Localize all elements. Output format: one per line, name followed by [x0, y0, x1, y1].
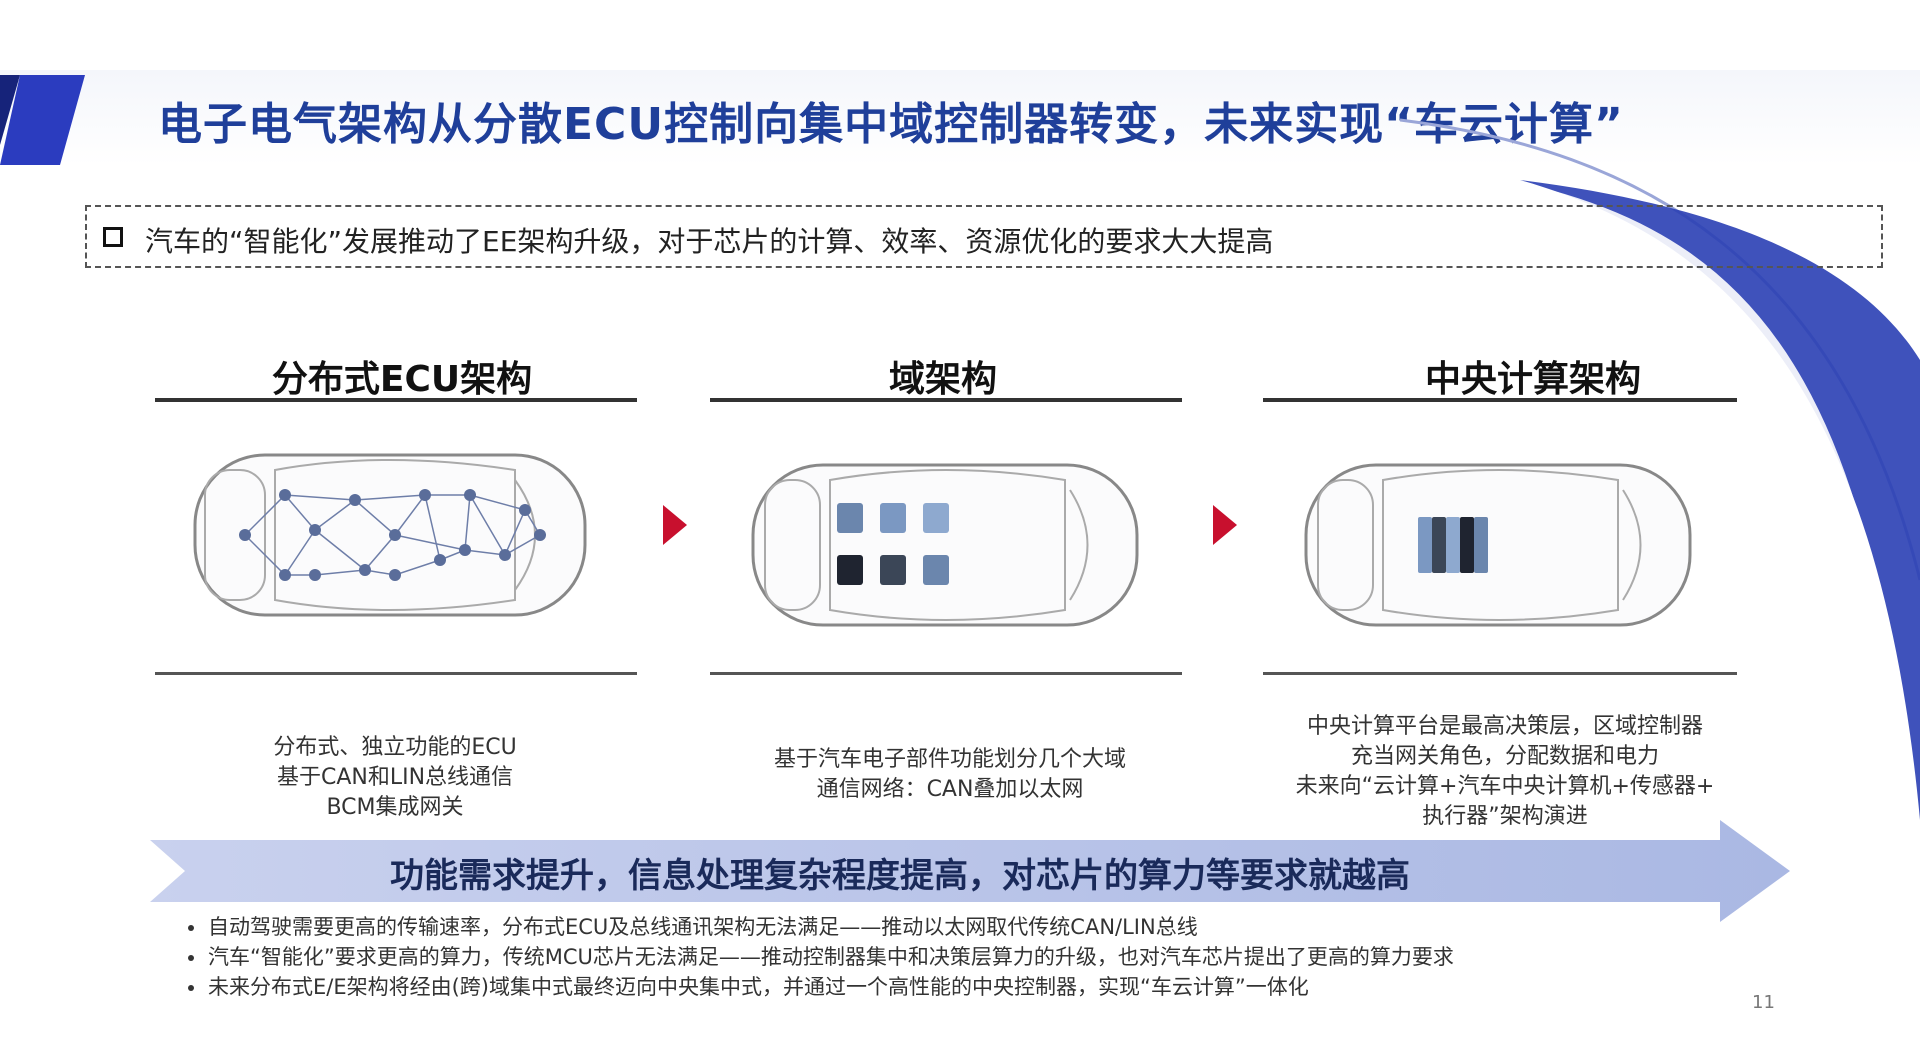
column-desc-central: 中央计算平台是最高决策层，区域控制器 充当网关角色，分配数据和电力 未来向“云计…: [1263, 712, 1747, 832]
notes-list: 自动驾驶需要更高的传输速率，分布式ECU及总线通讯架构无法满足——推动以太网取代…: [188, 912, 1454, 1002]
title-band: [0, 70, 1920, 165]
bullet-dot-icon: [188, 955, 194, 961]
note-item: 自动驾驶需要更高的传输速率，分布式ECU及总线通讯架构无法满足——推动以太网取代…: [188, 912, 1454, 942]
title-flag-icon: [0, 75, 85, 165]
column-title-distributed: 分布式ECU架构: [271, 359, 533, 400]
desc-line: 中央计算平台是最高决策层，区域控制器: [1306, 714, 1703, 739]
desc-line: 未来向“云计算+汽车中央计算机+传感器+: [1295, 774, 1715, 799]
desc-line: 通信网络：CAN叠加以太网: [816, 777, 1084, 802]
column-bottom-rule: [710, 672, 1182, 675]
desc-line: 执行器”架构演进: [1422, 804, 1588, 829]
column-title-domain: 域架构: [888, 359, 997, 400]
car-distributed-ecu-icon: [193, 453, 587, 617]
column-bottom-rule: [155, 672, 637, 675]
column-desc-distributed: 分布式、独立功能的ECU 基于CAN和LIN总线通信 BCM集成网关: [155, 733, 635, 823]
column-top-rule: [710, 398, 1182, 402]
desc-line: 基于CAN和LIN总线通信: [276, 765, 514, 790]
red-arrow-icon: [1213, 505, 1237, 545]
intro-box: 汽车的“智能化”发展推动了EE架构升级，对于芯片的计算、效率、资源优化的要求大大…: [85, 205, 1883, 268]
page-title: 电子电气架构从分散ECU控制向集中域控制器转变，未来实现“车云计算”: [158, 99, 1624, 150]
page-number: 11: [1752, 992, 1775, 1013]
note-item: 未来分布式E/E架构将经由(跨)域集中式最终迈向中央集中式，并通过一个高性能的中…: [188, 972, 1454, 1002]
red-arrow-icon: [663, 505, 687, 545]
column-desc-domain: 基于汽车电子部件功能划分几个大域 通信网络：CAN叠加以太网: [710, 745, 1190, 805]
banner-text: 功能需求提升，信息处理复杂程度提高，对芯片的算力等要求就越高: [390, 856, 1410, 896]
note-item: 汽车“智能化”要求更高的算力，传统MCU芯片无法满足——推动控制器集中和决策层算…: [188, 942, 1454, 972]
square-bullet-icon: [103, 227, 123, 247]
column-title-central: 中央计算架构: [1424, 359, 1641, 400]
car-domain-icon: [751, 463, 1139, 627]
progress-banner-arrow: [150, 820, 1790, 922]
bullet-dot-icon: [188, 985, 194, 991]
note-text: 未来分布式E/E架构将经由(跨)域集中式最终迈向中央集中式，并通过一个高性能的中…: [208, 975, 1309, 999]
desc-line: 分布式、独立功能的ECU: [273, 735, 517, 760]
decorative-swoosh: [1400, 118, 1920, 820]
column-top-rule: [1263, 398, 1737, 402]
column-top-rule: [155, 398, 637, 402]
desc-line: 充当网关角色，分配数据和电力: [1350, 744, 1659, 769]
desc-line: BCM集成网关: [326, 795, 464, 820]
note-text: 自动驾驶需要更高的传输速率，分布式ECU及总线通讯架构无法满足——推动以太网取代…: [208, 915, 1198, 939]
note-text: 汽车“智能化”要求更高的算力，传统MCU芯片无法满足——推动控制器集中和决策层算…: [208, 945, 1454, 969]
desc-line: 基于汽车电子部件功能划分几个大域: [773, 747, 1126, 772]
column-bottom-rule: [1263, 672, 1737, 675]
bullet-dot-icon: [188, 925, 194, 931]
car-central-compute-icon: [1304, 463, 1692, 627]
intro-text: 汽车的“智能化”发展推动了EE架构升级，对于芯片的计算、效率、资源优化的要求大大…: [145, 225, 1274, 258]
